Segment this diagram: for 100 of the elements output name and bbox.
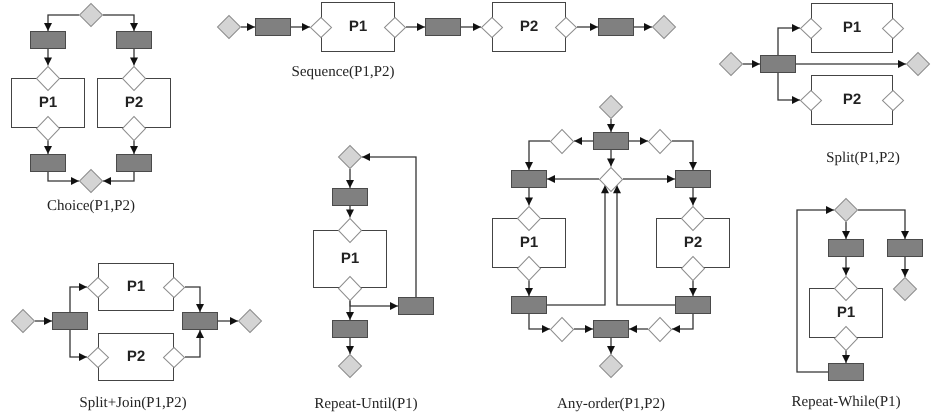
port-diamond	[481, 16, 503, 38]
port-diamond	[384, 16, 406, 38]
process-box: P1	[313, 230, 387, 288]
transition-bar	[675, 296, 711, 314]
arrow	[103, 14, 138, 31]
arrow	[796, 206, 834, 373]
process-box: P2	[811, 75, 893, 125]
port-diamond	[517, 256, 541, 280]
arrow	[613, 185, 675, 306]
place-diamond	[599, 354, 623, 378]
place-diamond	[338, 145, 362, 169]
arrow	[291, 23, 310, 31]
port-diamond	[800, 18, 822, 38]
transition-bar	[398, 297, 434, 315]
port-diamond	[122, 66, 146, 90]
transition-bar	[425, 18, 461, 36]
arrow	[623, 175, 675, 183]
arrow	[130, 49, 138, 66]
arrow	[346, 338, 354, 354]
port-diamond	[87, 346, 109, 368]
port-diamond	[882, 90, 904, 110]
caption: Sequence(P1,P2)	[292, 62, 394, 82]
transition-bar	[255, 18, 291, 36]
transition-bar	[511, 170, 547, 188]
port-diamond	[648, 316, 672, 342]
port-diamond	[338, 218, 362, 242]
arrow	[44, 140, 52, 154]
transition-bar	[511, 296, 547, 314]
process-box: P2	[98, 333, 174, 381]
port-diamond	[648, 128, 672, 154]
arrow	[44, 14, 79, 31]
transition-bar	[598, 18, 634, 36]
arrow	[241, 23, 255, 31]
transition-bar	[116, 154, 152, 172]
port-diamond	[517, 206, 541, 230]
arrow	[525, 188, 533, 206]
port-diamond	[87, 276, 109, 298]
arrow	[858, 209, 909, 239]
transition-bar	[760, 55, 796, 73]
transition-bar	[675, 170, 711, 188]
arrow	[672, 314, 694, 333]
port-diamond	[122, 116, 146, 140]
arrow	[218, 317, 238, 325]
caption: Any-order(P1,P2)	[557, 394, 665, 414]
port-diamond	[834, 276, 858, 300]
transition-bar	[182, 312, 218, 330]
arrow	[349, 300, 398, 310]
port-diamond	[550, 128, 574, 154]
port-diamond	[163, 276, 185, 298]
port-diamond	[550, 316, 574, 342]
arrow	[607, 338, 615, 354]
transition-bar	[593, 132, 629, 150]
port-diamond	[310, 16, 332, 38]
arrow	[634, 23, 652, 31]
arrow	[574, 137, 593, 145]
transition-bar	[332, 188, 368, 206]
arrow	[607, 150, 615, 166]
transition-bar	[30, 154, 66, 172]
caption: Repeat-Until(P1)	[314, 394, 418, 414]
arrow	[842, 350, 850, 363]
arrow	[547, 185, 609, 306]
process-box: P1	[321, 2, 395, 52]
arrow	[574, 325, 593, 333]
port-diamond	[800, 90, 822, 110]
caption: Repeat-While(P1)	[791, 392, 901, 412]
port-diamond	[882, 18, 904, 38]
arrow	[185, 330, 204, 358]
place-diamond	[79, 3, 103, 27]
arrow	[525, 140, 550, 170]
arrow	[796, 60, 906, 68]
port-diamond	[338, 276, 362, 300]
arrow	[47, 172, 79, 185]
arrow	[461, 23, 481, 31]
arrow	[103, 172, 135, 185]
place-diamond	[834, 198, 858, 222]
port-diamond	[834, 326, 858, 350]
place-diamond	[599, 95, 623, 119]
arrow	[406, 23, 425, 31]
arrow	[69, 330, 87, 361]
port-diamond	[36, 116, 60, 140]
arrow	[672, 140, 697, 170]
place-diamond	[719, 52, 743, 76]
port-diamond	[163, 346, 185, 368]
port-diamond	[681, 206, 705, 230]
place-diamond	[11, 309, 35, 333]
arrow	[44, 49, 52, 66]
transition-bar	[828, 363, 864, 381]
arrow	[346, 206, 354, 218]
arrow	[842, 222, 850, 239]
process-box: P1	[98, 263, 174, 311]
arrow	[629, 137, 648, 145]
process-box: P1	[811, 3, 893, 53]
arrow	[689, 188, 697, 206]
transition-bar	[116, 31, 152, 49]
caption: Split(P1,P2)	[826, 148, 900, 168]
port-diamond	[681, 256, 705, 280]
port-diamond	[555, 16, 577, 38]
arrow	[607, 119, 615, 132]
arrow	[346, 169, 354, 188]
arrow	[777, 73, 800, 104]
